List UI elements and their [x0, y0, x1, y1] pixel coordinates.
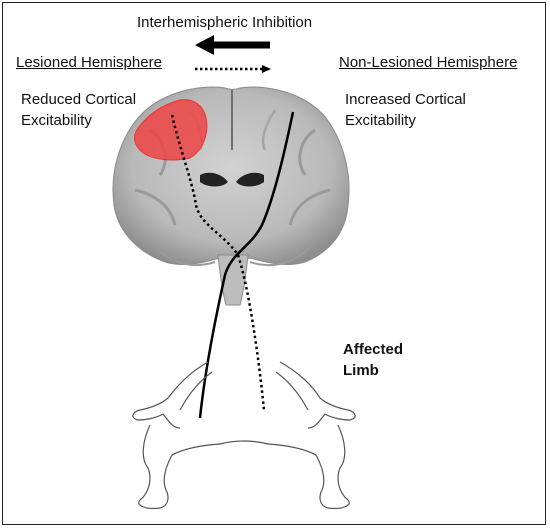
strong-inhibition-arrow — [195, 35, 270, 55]
reduced-excitability-line2: Excitability — [21, 112, 92, 129]
reduced-excitability-line1: Reduced Cortical — [21, 91, 137, 108]
body-outline — [132, 361, 356, 510]
increased-excitability-line1: Increased Cortical — [345, 91, 466, 108]
weak-inhibition-arrow — [195, 65, 271, 73]
lesioned-hemisphere-label: Lesioned Hemisphere — [16, 54, 162, 71]
increased-excitability-line2: Excitability — [345, 112, 416, 129]
ipsilesional-pathway-dotted — [170, 114, 266, 411]
non-lesioned-hemisphere-label: Non-Lesioned Hemisphere — [339, 54, 518, 71]
title-label: Interhemispheric Inhibition — [137, 14, 313, 31]
affected-limb-line1: Affected — [343, 341, 404, 358]
affected-limb-line2: Limb — [343, 362, 379, 379]
lesion-region — [134, 99, 208, 161]
contralesional-pathway-solid — [198, 111, 295, 419]
